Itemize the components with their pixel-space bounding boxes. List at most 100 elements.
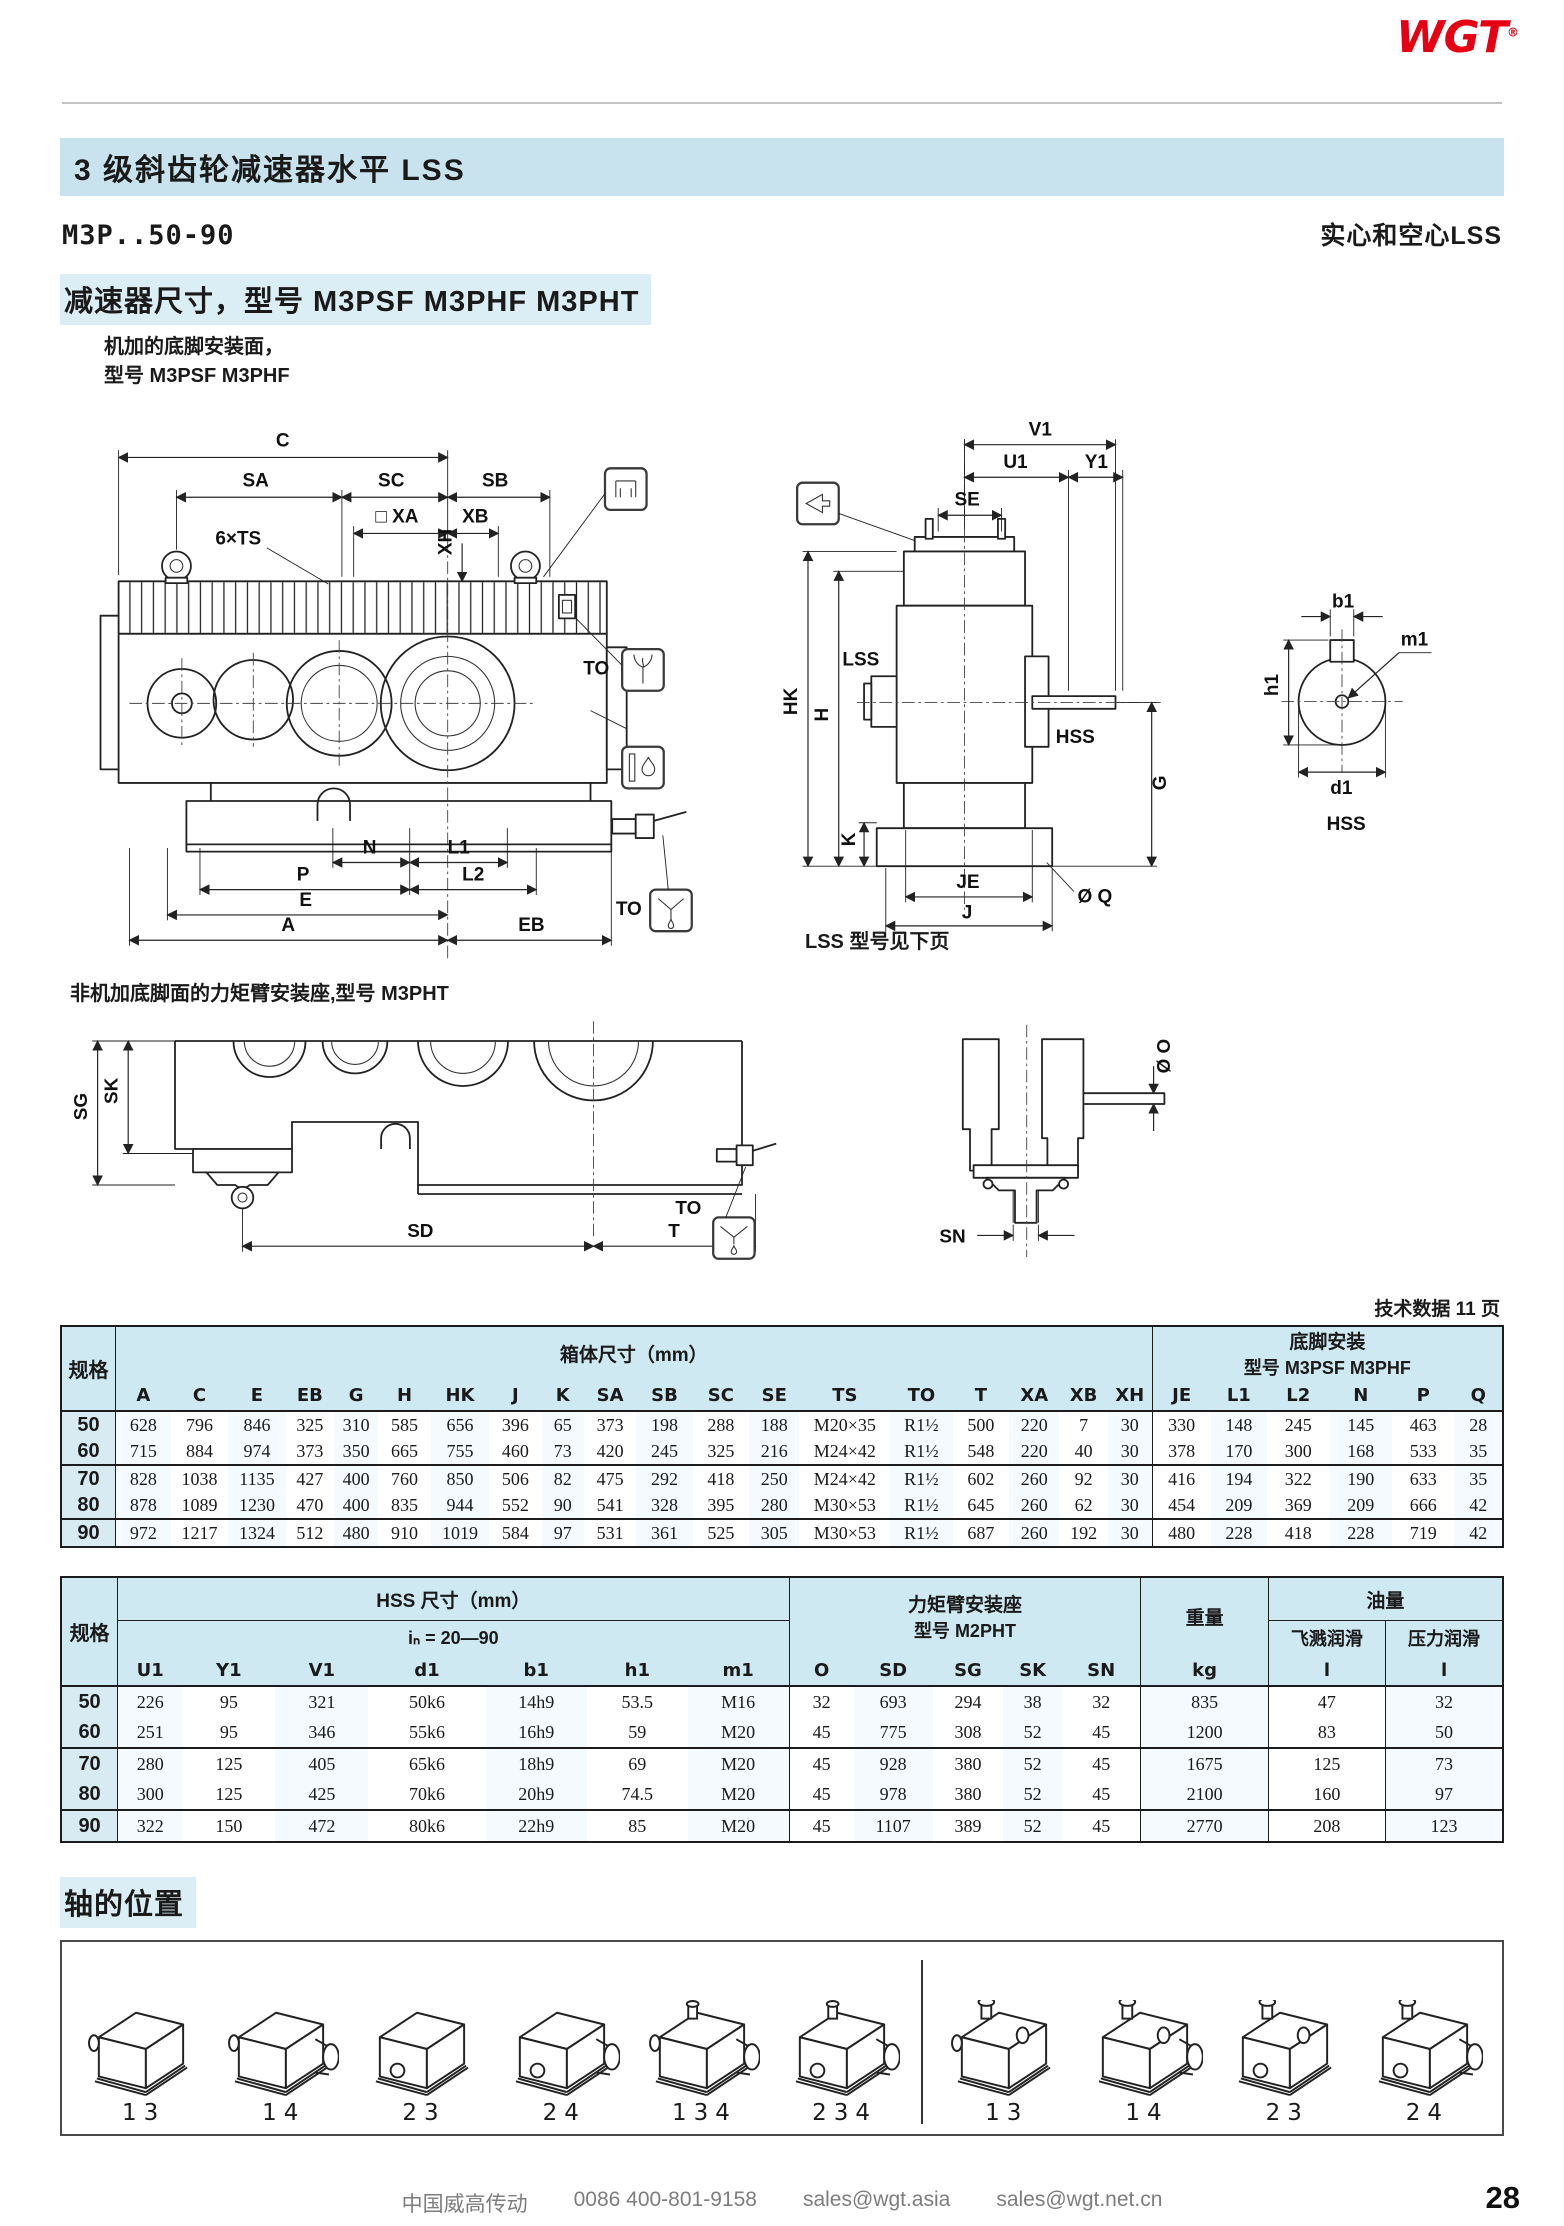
model-range: M3P..50-90 (62, 220, 235, 251)
value-cell: 506 (489, 1464, 542, 1492)
dim-label-sc: SC (378, 470, 405, 491)
value-cell: 16h9 (485, 1717, 587, 1748)
value-cell: 168 (1329, 1438, 1392, 1465)
dim-label-to-1: TO (583, 658, 609, 679)
value-cell: R1½ (890, 1492, 953, 1519)
value-cell: 123 (1385, 1809, 1503, 1842)
value-cell: 45 (788, 1747, 854, 1779)
column-header: XA (1009, 1380, 1060, 1411)
value-cell: 475 (583, 1464, 637, 1492)
wgt-logo: WGT® (1396, 12, 1519, 63)
value-cell: 533 (1409, 1440, 1437, 1461)
hss-dims-group-header: HSS 尺寸（mm） (117, 1577, 790, 1621)
hss-shaft-detail-drawing: b1 h1 d1 m1 HSS (1262, 592, 1432, 835)
hss-detail-caption: HSS (1327, 814, 1366, 835)
value-cell: M20 (687, 1779, 790, 1810)
value-cell: 192 (1059, 1518, 1108, 1547)
value-cell: 373 (296, 1440, 324, 1461)
value-cell: 294 (954, 1691, 982, 1712)
shaft-position-label: 14 (262, 2100, 306, 2126)
value-cell: M20 (687, 1747, 790, 1779)
value-cell: 480 (1151, 1518, 1211, 1547)
foot-mount-line1: 底脚安装 (1289, 1332, 1366, 1353)
value-cell: 198 (636, 1411, 693, 1438)
spec-cell: 70 (61, 1464, 116, 1492)
value-cell: 194 (1210, 1464, 1268, 1492)
dim-label-xh: XH (435, 529, 456, 555)
spec-cell: 80 (61, 1779, 119, 1810)
value-cell: 346 (275, 1717, 369, 1748)
dimensions-title-text: 减速器尺寸，型号 M3PSF M3PHF M3PHT (60, 274, 652, 325)
value-cell: 280 (749, 1492, 800, 1519)
wgt-logo-text: WGT (1396, 12, 1508, 63)
value-cell: R1½ (890, 1464, 953, 1492)
spec-cell: 80 (61, 1492, 116, 1519)
value-cell: 125 (182, 1747, 276, 1779)
value-cell: 878 (115, 1492, 171, 1519)
main-drawing-area: C SA SC SB □ XA XB XH 6×TS TO TO N L1 (0, 403, 1564, 973)
value-cell: 850 (430, 1464, 490, 1492)
value-cell: 35 (1454, 1438, 1503, 1465)
column-header: C (170, 1380, 229, 1411)
shaft-position-14-hollow: 14 (1073, 2000, 1213, 2126)
value-cell: 188 (749, 1411, 800, 1438)
column-header: G (334, 1380, 379, 1411)
value-cell: 796 (186, 1414, 214, 1435)
dim-label-hss: HSS (1056, 727, 1095, 748)
column-header: L1 (1210, 1380, 1268, 1411)
value-cell: 396 (501, 1414, 529, 1435)
oil-level-icon (621, 745, 665, 790)
value-cell: M16 (687, 1686, 790, 1717)
value-cell: 480 (334, 1518, 379, 1547)
value-cell: 73 (1385, 1747, 1503, 1779)
shaft-position-234-solid: 234 (771, 2000, 911, 2126)
value-cell: M30×53 (799, 1518, 891, 1547)
registered-mark: ® (1507, 25, 1519, 40)
value-cell: 65 (541, 1411, 584, 1438)
shaft-position-14-solid: 14 (210, 2000, 350, 2126)
value-cell: 220 (1009, 1438, 1060, 1465)
value-cell: 65k6 (368, 1747, 486, 1779)
value-cell: 32 (1092, 1691, 1111, 1712)
page-footer: 中国威高传动 0086 400-801-9158 sales@wgt.asia … (0, 2180, 1564, 2226)
value-cell: 47 (1267, 1686, 1386, 1717)
value-cell: M24×42 (813, 1440, 876, 1461)
value-cell: 330 (1151, 1411, 1211, 1438)
dim-label-sn: SN (939, 1227, 965, 1248)
value-cell: 30 (1107, 1492, 1153, 1519)
value-cell: R1½ (890, 1438, 953, 1465)
value-cell: 525 (692, 1518, 750, 1547)
column-header: SG (932, 1655, 1004, 1686)
value-cell: 35 (1454, 1464, 1503, 1492)
column-header: SN (1062, 1655, 1141, 1686)
value-cell: 97 (541, 1518, 584, 1547)
value-cell: 28 (1454, 1411, 1503, 1438)
lss-note: LSS 型号见下页 (805, 931, 950, 953)
value-cell: 52 (1003, 1717, 1062, 1748)
value-cell: 280 (117, 1747, 183, 1779)
value-cell: M20×35 (813, 1414, 876, 1435)
value-cell: 1089 (181, 1494, 218, 1515)
dim-label-e: E (299, 890, 312, 911)
value-cell: M20 (687, 1717, 790, 1748)
column-header: J (489, 1380, 542, 1411)
machined-foot-note: 机加的底脚安装面， 型号 M3PSF M3PHF (104, 333, 1564, 391)
shaft-position-icon (228, 2011, 340, 2097)
torque-arm-line1: 力矩臂安装座 (907, 1595, 1022, 1616)
shaft-position-label: 24 (542, 2100, 586, 2126)
value-cell: 45 (788, 1809, 854, 1842)
spec-cell: 50 (61, 1411, 116, 1438)
value-cell: 427 (285, 1464, 335, 1492)
value-cell: 125 (215, 1783, 243, 1804)
dim-label-se: SE (955, 489, 980, 510)
value-cell: 305 (749, 1518, 800, 1547)
dim-label-sa: SA (242, 470, 269, 491)
shaft-position-icon (514, 2011, 620, 2097)
column-header: SE (749, 1380, 800, 1411)
